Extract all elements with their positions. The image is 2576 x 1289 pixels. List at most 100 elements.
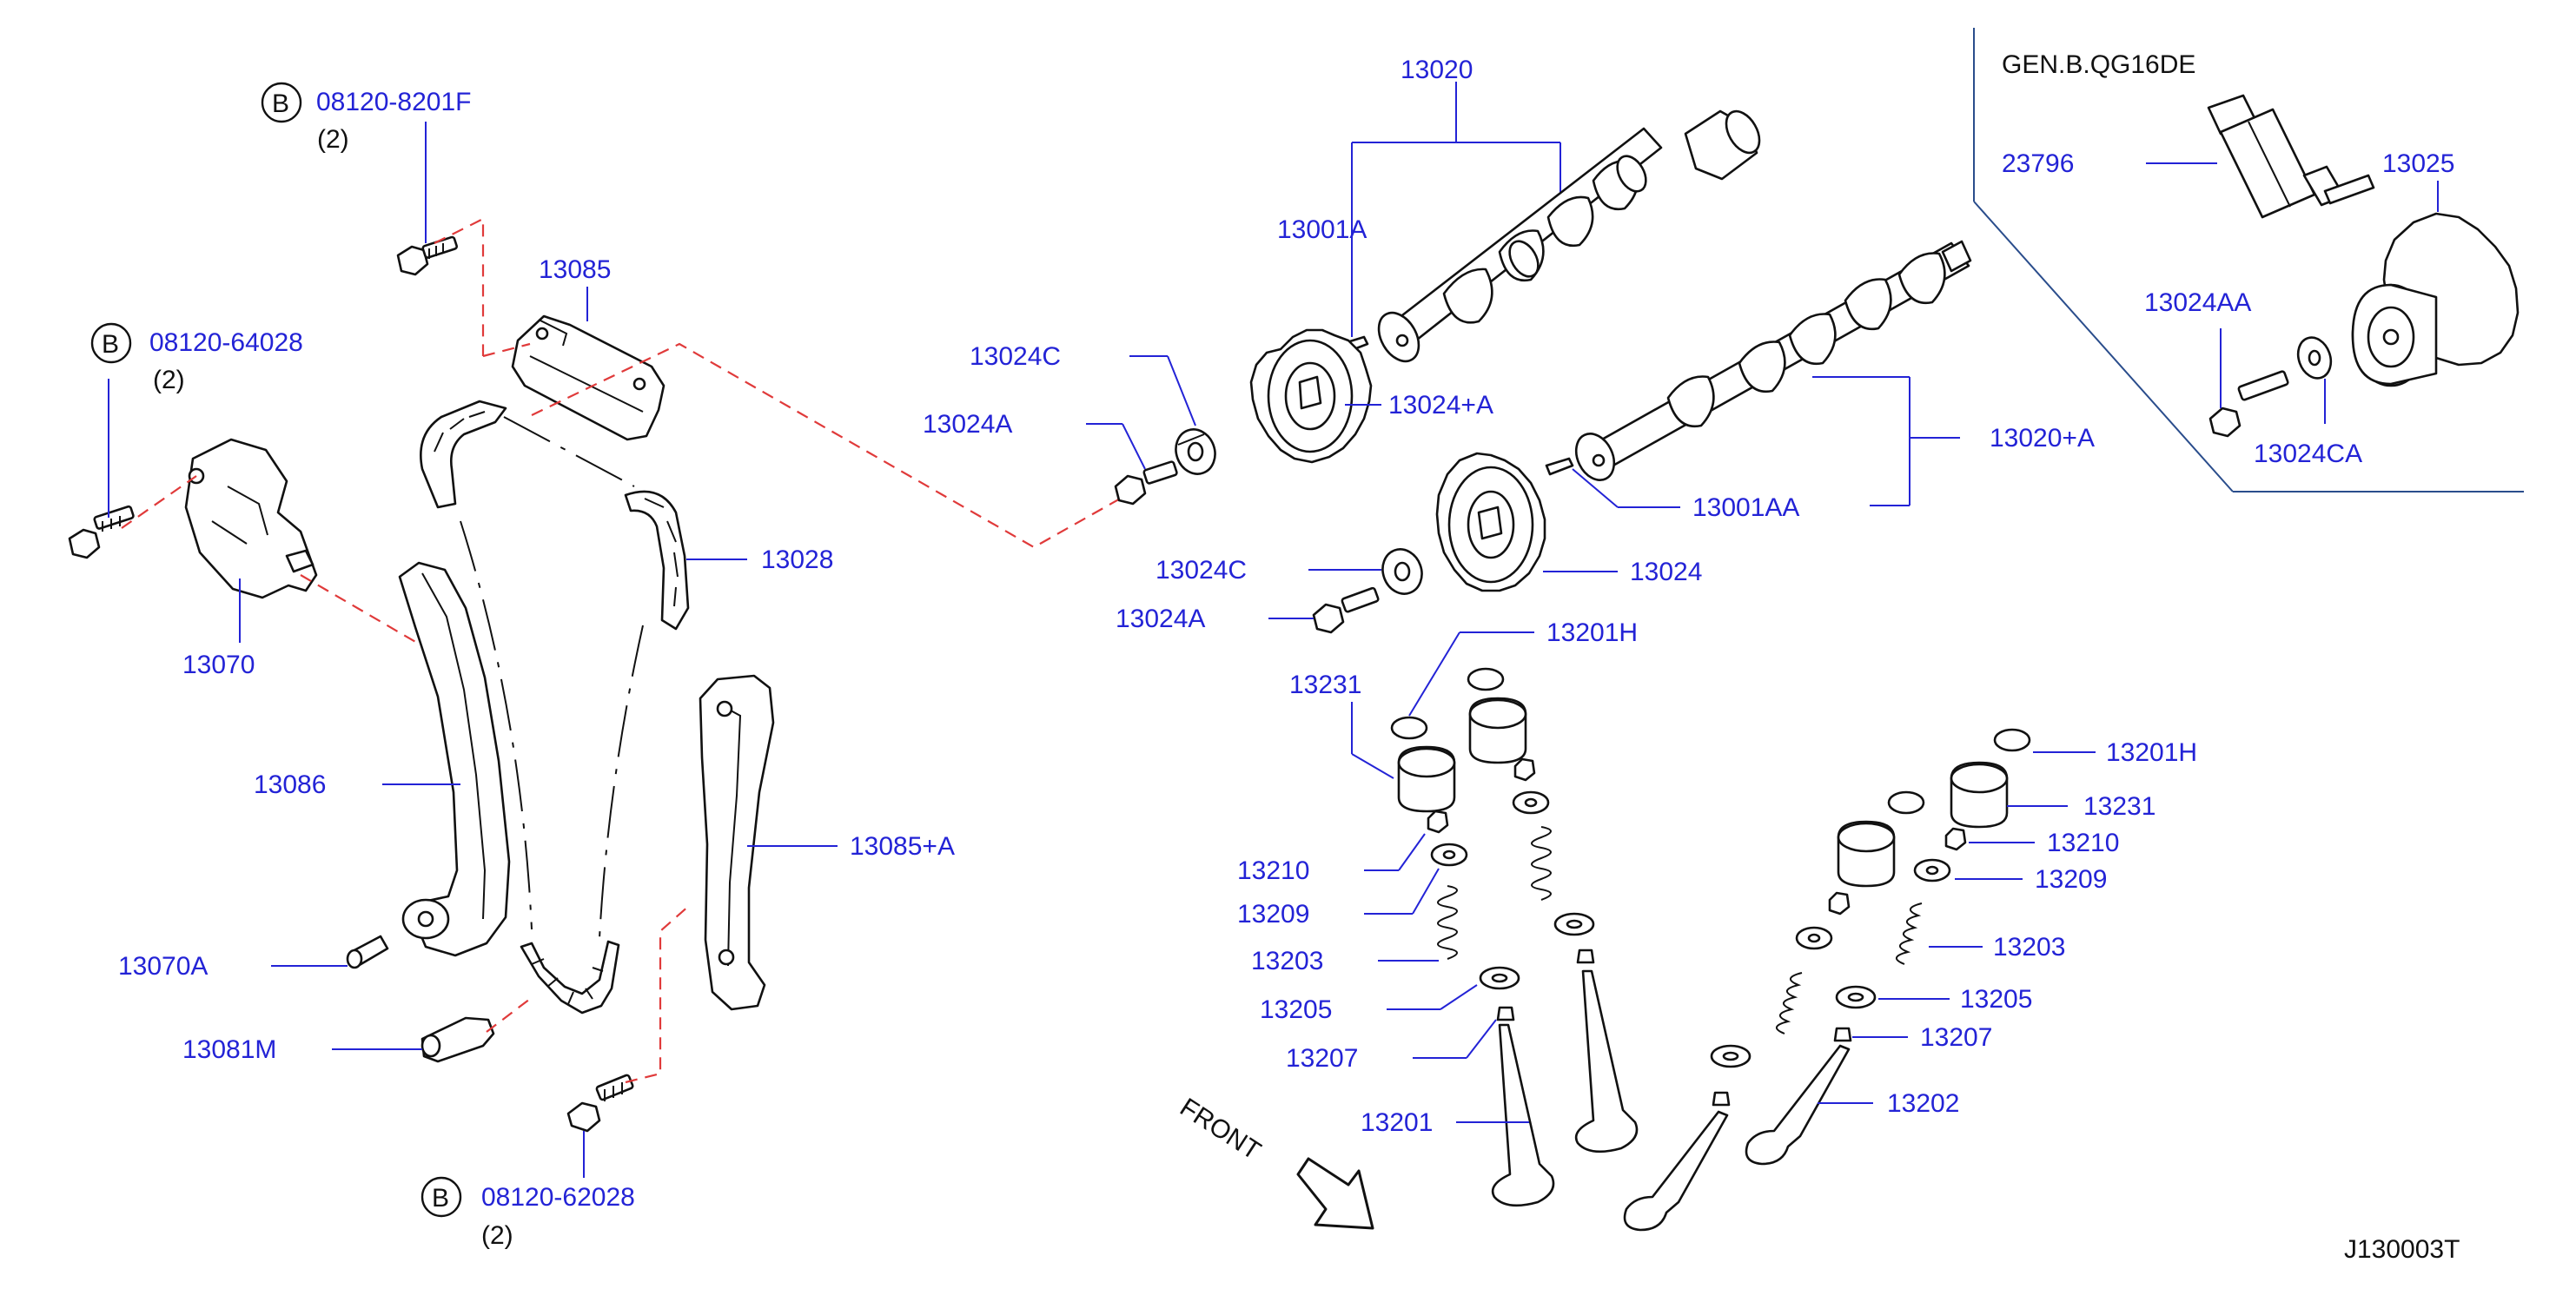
callout-part-number: 08120-62028 bbox=[481, 1183, 635, 1212]
label-13231-right: 13231 bbox=[2083, 792, 2155, 821]
label-13203-right: 13203 bbox=[1993, 933, 2065, 962]
callout-qty: (2) bbox=[153, 366, 185, 394]
label-13024plusA: 13024+A bbox=[1388, 391, 1493, 420]
label-13201H-left: 13201H bbox=[1546, 618, 1638, 647]
pivot-pin-13070A-icon[interactable] bbox=[346, 935, 389, 969]
label-13207-right: 13207 bbox=[1920, 1023, 1992, 1052]
stem-seal-13207-right-icon[interactable] bbox=[1712, 1027, 1852, 1107]
dowel-pin-13001AA-icon[interactable] bbox=[1545, 457, 1574, 476]
camshaft-13020plusA-icon[interactable] bbox=[1569, 240, 1972, 486]
shim-13201H-left-icon[interactable] bbox=[1390, 667, 1505, 740]
label-13201H-right: 13201H bbox=[2106, 738, 2197, 767]
chain-run-top bbox=[503, 416, 635, 487]
label-13020: 13020 bbox=[1401, 56, 1473, 84]
chain-guide-13085A-icon[interactable] bbox=[699, 674, 775, 1011]
washer-13024C-bottom-icon[interactable] bbox=[1376, 544, 1427, 599]
front-direction-arrow: FRONT bbox=[1175, 1093, 1374, 1230]
variant-separator bbox=[1973, 28, 2524, 492]
label-13205-right: 13205 bbox=[1960, 985, 2032, 1014]
callout-badge: B bbox=[272, 89, 289, 118]
bracket-13020 bbox=[1351, 82, 1561, 297]
lifter-13231-left-icon[interactable] bbox=[1397, 697, 1527, 813]
label-13024A-top: 13024A bbox=[923, 410, 1012, 439]
sprocket-13024-icon[interactable] bbox=[1435, 452, 1546, 592]
label-13024: 13024 bbox=[1630, 558, 1702, 586]
arrow-icon bbox=[1296, 1157, 1374, 1230]
guide-pin-13081M-icon[interactable] bbox=[421, 1016, 495, 1063]
washer-13024CA-icon[interactable] bbox=[2293, 333, 2336, 382]
callout-08120-8201F: B 08120-8201F (2) bbox=[261, 82, 471, 154]
exhaust-valve-13202-icon[interactable] bbox=[1623, 1044, 1851, 1232]
bolt-13024AA-icon[interactable] bbox=[2208, 370, 2289, 438]
label-13210-left: 13210 bbox=[1237, 856, 1309, 885]
bolt-13024A-bottom-icon[interactable] bbox=[1312, 586, 1380, 634]
callout-badge: B bbox=[102, 330, 119, 359]
solenoid-23796-icon[interactable] bbox=[2207, 94, 2375, 219]
label-13085: 13085 bbox=[539, 255, 611, 284]
keeper-13210-left-icon[interactable] bbox=[1427, 757, 1536, 834]
label-13001A: 13001A bbox=[1277, 215, 1367, 244]
lifter-13231-right-icon[interactable] bbox=[1837, 761, 2009, 888]
label-13001AA: 13001AA bbox=[1692, 493, 1799, 522]
label-13070A: 13070A bbox=[118, 952, 208, 981]
stem-seal-13207-left-icon[interactable] bbox=[1496, 949, 1595, 1021]
spring-seat-13205-right-icon[interactable] bbox=[1710, 985, 1877, 1068]
chain-guide-13085-icon[interactable] bbox=[511, 314, 666, 441]
vtc-sprocket-13025-icon[interactable] bbox=[2351, 212, 2520, 387]
label-13024A-bottom: 13024A bbox=[1116, 605, 1205, 633]
label-13024C-bottom: 13024C bbox=[1156, 556, 1247, 585]
front-label: FRONT bbox=[1175, 1093, 1266, 1166]
label-13210-right: 13210 bbox=[2047, 829, 2119, 857]
spring-seat-13205-left-icon[interactable] bbox=[1479, 912, 1595, 990]
bolt-08120-8201F-icon[interactable] bbox=[396, 235, 458, 276]
label-23796: 23796 bbox=[2002, 149, 2074, 178]
callout-08120-62028: B 08120-62028 (2) bbox=[421, 1176, 635, 1250]
callout-qty: (2) bbox=[317, 125, 349, 154]
shim-13201H-right-icon[interactable] bbox=[1887, 728, 2031, 815]
bolt-08120-64028-icon[interactable] bbox=[68, 505, 135, 559]
label-13024CA: 13024CA bbox=[2254, 440, 2362, 468]
chain-run-right bbox=[599, 625, 644, 939]
assembly-dashed-lines bbox=[121, 217, 1130, 1084]
bracket-13020plusA bbox=[1812, 376, 1960, 506]
bolt-08120-62028-icon[interactable] bbox=[566, 1074, 634, 1133]
chain-tensioner-13070-icon[interactable] bbox=[184, 438, 318, 599]
label-13203-left: 13203 bbox=[1251, 947, 1323, 975]
callout-badge: B bbox=[432, 1184, 449, 1213]
valve-spring-13203-right-icon[interactable] bbox=[1776, 902, 1923, 1035]
callout-qty: (2) bbox=[481, 1221, 513, 1250]
retainer-13209-left-icon[interactable] bbox=[1430, 790, 1550, 867]
variant-title: GEN.B.QG16DE bbox=[2002, 50, 2195, 79]
washer-13024C-top-icon[interactable] bbox=[1169, 424, 1221, 479]
label-13070: 13070 bbox=[182, 651, 255, 679]
label-13020plusA: 13020+A bbox=[1990, 424, 2095, 453]
label-13205-left: 13205 bbox=[1260, 995, 1332, 1024]
label-13086: 13086 bbox=[254, 770, 326, 799]
camshaft-13020-icon[interactable] bbox=[1371, 105, 1766, 367]
retainer-13209-right-icon[interactable] bbox=[1795, 858, 1951, 950]
callout-08120-64028: B 08120-64028 (2) bbox=[90, 322, 303, 394]
keeper-13210-right-icon[interactable] bbox=[1828, 827, 1967, 916]
label-13081M: 13081M bbox=[182, 1035, 276, 1064]
bolt-13024A-top-icon[interactable] bbox=[1114, 460, 1178, 506]
label-13209-left: 13209 bbox=[1237, 900, 1309, 929]
label-13231-left: 13231 bbox=[1289, 671, 1361, 699]
slack-guide-13086-icon[interactable] bbox=[398, 561, 511, 957]
label-13209-right: 13209 bbox=[2035, 865, 2107, 894]
callout-part-number: 08120-8201F bbox=[316, 88, 471, 116]
label-13085A: 13085+A bbox=[850, 832, 955, 861]
label-13028: 13028 bbox=[761, 545, 833, 574]
sprocket-13024plusA-icon[interactable] bbox=[1249, 328, 1373, 464]
label-13024C-top: 13024C bbox=[970, 342, 1061, 371]
label-13024AA: 13024AA bbox=[2144, 288, 2251, 317]
label-13207-left: 13207 bbox=[1286, 1044, 1358, 1073]
diagram-code: J130003T bbox=[2344, 1235, 2460, 1264]
chain-run-left bbox=[460, 520, 533, 930]
valve-spring-13203-left-icon[interactable] bbox=[1437, 826, 1552, 960]
intake-valve-13201-icon[interactable] bbox=[1491, 969, 1639, 1207]
label-13025: 13025 bbox=[2382, 149, 2454, 178]
label-13201: 13201 bbox=[1361, 1108, 1433, 1137]
callout-part-number: 08120-64028 bbox=[149, 328, 303, 357]
timing-chain-13028-icon[interactable] bbox=[420, 400, 690, 1015]
